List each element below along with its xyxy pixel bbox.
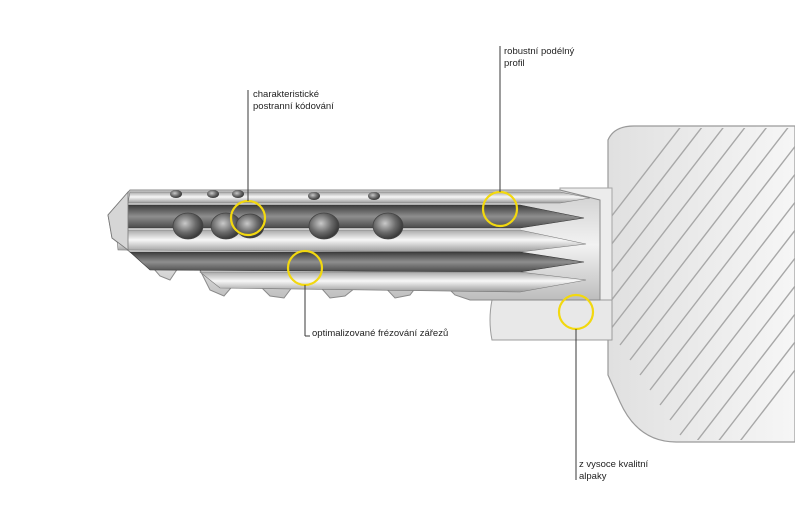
key-head-texture (610, 128, 795, 440)
callout-coding: charakteristické postranní kódování (253, 89, 334, 113)
callout-material: z vysoce kvalitní alpaky (579, 459, 648, 483)
groove-2 (129, 251, 585, 273)
callout-profile-line2: profil (504, 58, 525, 69)
key-tip (107, 190, 129, 251)
callout-profile-line1: robustní podélný (504, 46, 575, 57)
key-head (607, 125, 795, 443)
callout-material-line1: z vysoce kvalitní (579, 459, 649, 470)
callout-coding-line2: postranní kódování (253, 101, 334, 112)
callout-milling-line1: optimalizované frézování zářezů (312, 328, 449, 339)
callout-milling: optimalizované frézování zářezů (312, 328, 448, 340)
top-ridge (127, 191, 591, 204)
side-coding-dimples-top (170, 190, 380, 200)
callout-profile: robustní podélný profil (504, 46, 574, 70)
callout-coding-line1: charakteristické (253, 89, 319, 100)
callout-material-line2: alpaky (579, 471, 607, 482)
ridge-3 (199, 271, 587, 293)
key-stop-tab (489, 299, 613, 341)
